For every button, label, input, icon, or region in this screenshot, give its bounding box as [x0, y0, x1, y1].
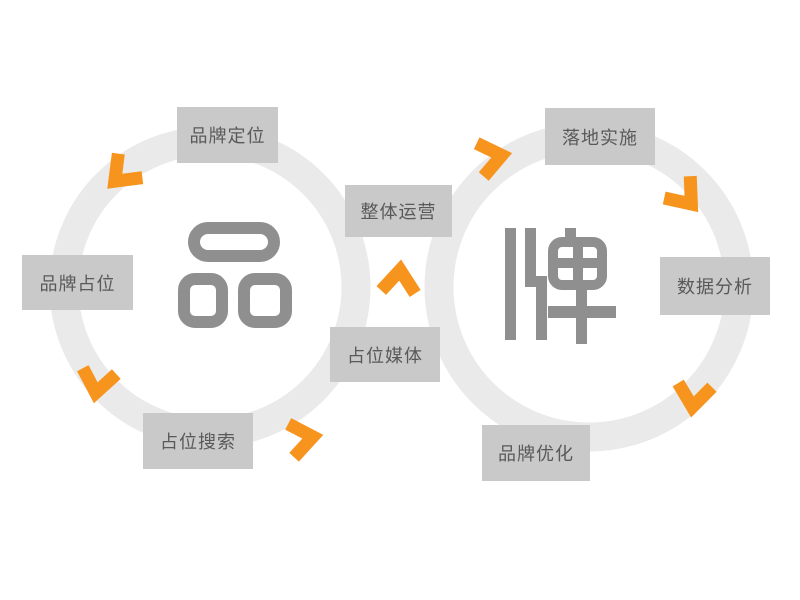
chevron-down-right-icon: [662, 175, 699, 213]
step-box-brand-placement: 品牌占位: [22, 255, 133, 310]
chevron-right-icon: [285, 418, 324, 462]
chevron-up-right-icon: [473, 137, 513, 181]
step-label: 品牌优化: [498, 444, 574, 464]
step-box-brand-optimization: 品牌优化: [482, 425, 590, 481]
step-box-implementation: 落地实施: [545, 108, 655, 165]
brand-char-pai-glyph: [505, 228, 616, 344]
step-box-brand-positioning: 品牌定位: [177, 107, 278, 163]
chevron-down-left-icon: [107, 152, 144, 189]
step-box-placement-search: 占位搜索: [143, 413, 253, 469]
step-label: 品牌定位: [189, 126, 266, 146]
brand-char-pin-glyph: [178, 222, 292, 328]
step-label: 占位搜索: [160, 432, 236, 452]
step-label: 数据分析: [677, 277, 753, 297]
step-box-overall-operation: 整体运营: [345, 185, 452, 237]
step-box-data-analysis: 数据分析: [660, 257, 770, 315]
chevron-down-icon: [77, 365, 121, 404]
chevron-down-icon: [672, 379, 717, 418]
step-label: 整体运营: [360, 202, 437, 222]
step-label: 占位媒体: [347, 345, 423, 366]
step-label: 落地实施: [562, 127, 638, 148]
chevron-up-icon: [376, 259, 421, 297]
step-box-placement-media: 占位媒体: [330, 327, 440, 382]
step-label: 品牌占位: [39, 273, 116, 294]
